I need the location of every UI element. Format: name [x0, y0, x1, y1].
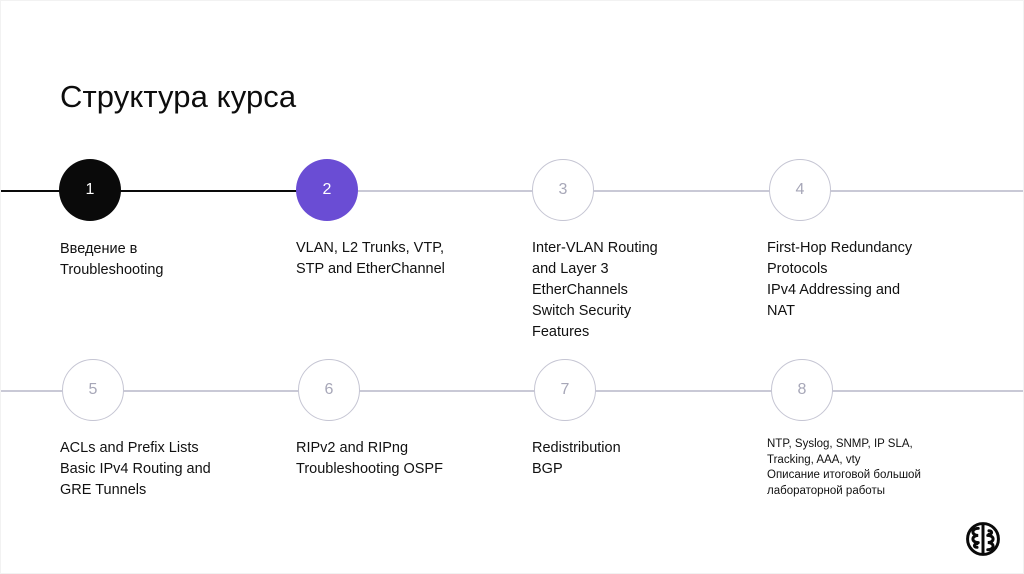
caption-line: NTP, Syslog, SNMP, IP SLA, — [767, 438, 913, 450]
caption-line: ACLs and Prefix Lists — [60, 440, 199, 456]
timeline-node-3[interactable]: 3 — [532, 159, 594, 221]
timeline-node-label: 8 — [797, 381, 807, 398]
timeline-track-inactive — [326, 190, 1023, 192]
timeline-node-5[interactable]: 5 — [62, 359, 124, 421]
caption-line: Введение в — [60, 241, 138, 257]
caption-line: STP and EtherChannel — [296, 261, 445, 277]
caption-line: Basic IPv4 Routing and — [60, 461, 211, 477]
timeline-node-7[interactable]: 7 — [534, 359, 596, 421]
caption-line: BGP — [532, 461, 563, 477]
caption-line: RIPv2 and RIPng — [296, 440, 409, 456]
brain-logo-icon — [964, 520, 1002, 558]
timeline-node-label: 3 — [558, 181, 568, 198]
caption-line: Inter-VLAN Routing — [532, 240, 658, 256]
timeline-row-2: 5 6 7 8 — [1, 359, 1023, 423]
timeline-node-8[interactable]: 8 — [771, 359, 833, 421]
caption-line: First-Hop Redundancy — [767, 240, 913, 256]
timeline-node-6[interactable]: 6 — [298, 359, 360, 421]
caption-line: EtherChannels — [532, 282, 628, 298]
timeline-node-2[interactable]: 2 — [296, 159, 358, 221]
caption-line: VLAN, L2 Trunks, VTP, — [296, 240, 445, 256]
caption-line: Troubleshooting — [60, 262, 164, 278]
timeline-node-label: 4 — [795, 181, 805, 198]
timeline-node-label: 6 — [324, 381, 334, 398]
timeline-node-label: 5 — [88, 381, 98, 398]
timeline-node-label: 7 — [560, 381, 570, 398]
timeline-node-label: 2 — [322, 181, 332, 198]
caption-line: лабораторной работы — [767, 484, 885, 497]
timeline-caption-1: Введение в Troubleshooting — [60, 239, 275, 281]
timeline-caption-3: Inter-VLAN Routing and Layer 3 EtherChanne… — [532, 238, 747, 343]
caption-line: Features — [532, 324, 590, 340]
caption-line: Troubleshooting OSPF — [296, 461, 443, 477]
caption-line: GRE Tunnels — [60, 482, 147, 498]
timeline-caption-2: VLAN, L2 Trunks, VTP, STP and EtherChanne… — [296, 238, 511, 280]
timeline-node-1[interactable]: 1 — [59, 159, 121, 221]
caption-line: and Layer 3 — [532, 261, 609, 277]
caption-line: Switch Security — [532, 303, 632, 319]
caption-line: Protocols — [767, 261, 828, 277]
caption-line: Tracking, AAA, vty — [767, 453, 861, 466]
caption-line: NAT — [767, 303, 795, 319]
timeline-caption-8: NTP, Syslog, SNMP, IP SLA, Tracking, AAA,… — [767, 437, 1007, 499]
caption-line: Redistribution — [532, 440, 621, 456]
timeline-track-inactive — [1, 390, 1023, 392]
page-title: Структура курса — [60, 79, 297, 114]
timeline-node-label: 1 — [85, 181, 95, 198]
timeline-row-1: 1 2 3 4 — [1, 159, 1023, 223]
timeline-track-active — [1, 190, 326, 192]
caption-line: Описание итоговой большой — [767, 469, 921, 481]
caption-line: IPv4 Addressing and — [767, 282, 901, 298]
timeline-node-4[interactable]: 4 — [769, 159, 831, 221]
